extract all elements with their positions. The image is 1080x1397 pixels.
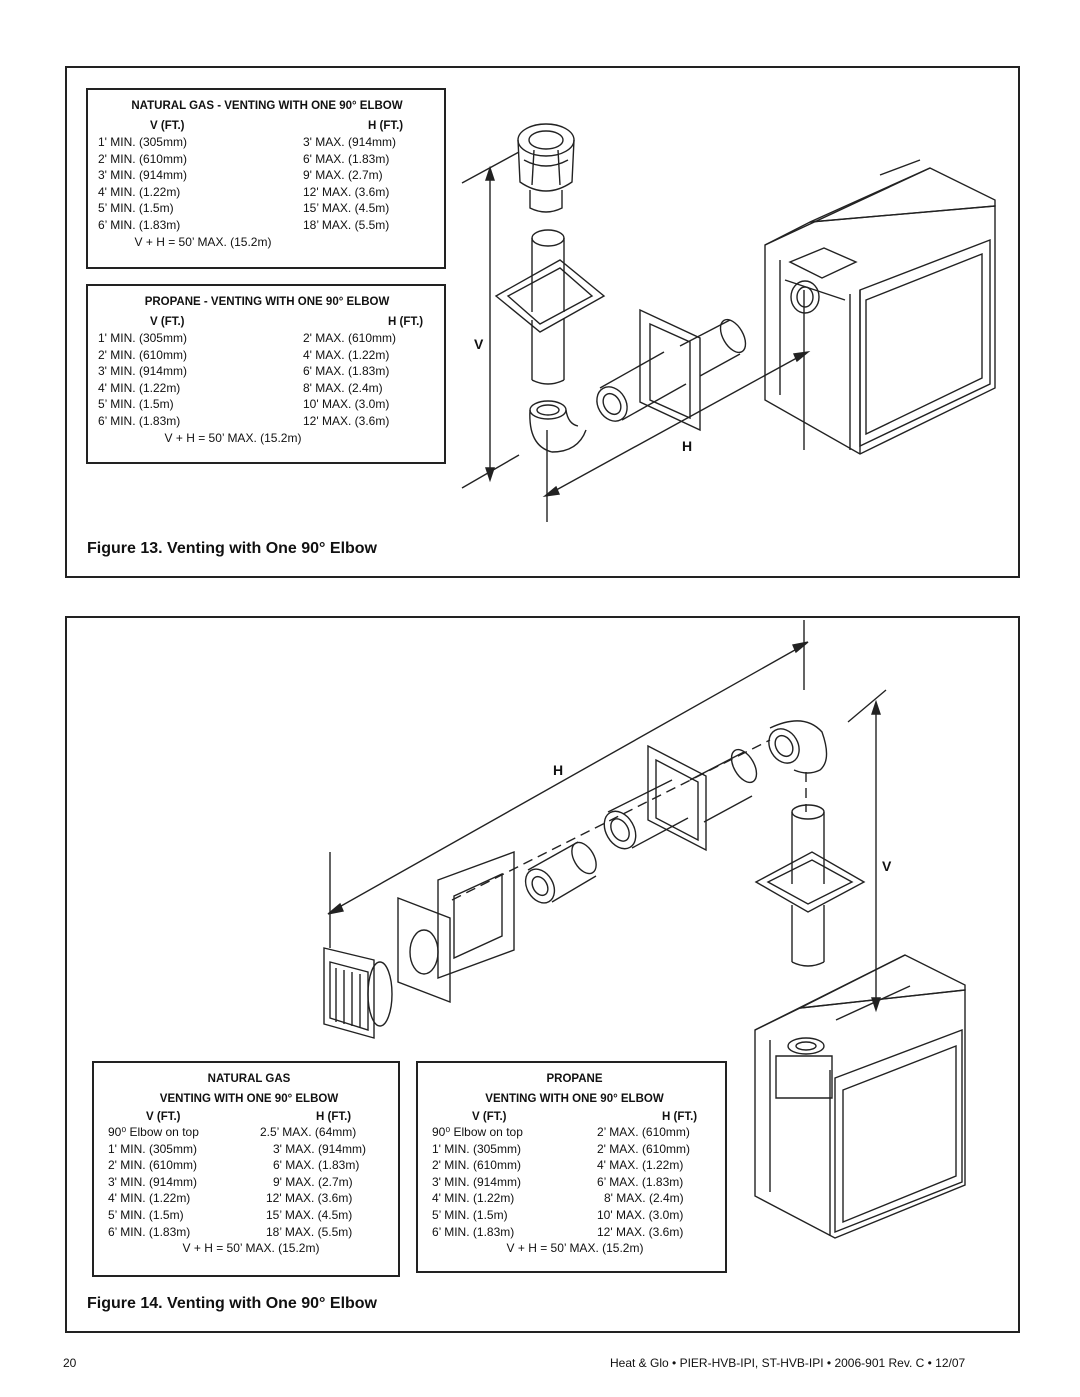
table-total: V + H = 50’ MAX. (15.2m) <box>182 1241 320 1256</box>
table-header: V (FT.) H (FT.) <box>98 316 436 328</box>
fig13-label-h: H <box>682 438 693 454</box>
table-row: 4' MIN. (1.22m)8' MAX. (2.4m) <box>98 380 383 395</box>
table-row: 4' MIN. (1.22m)12' MAX. (3.6m) <box>108 1191 353 1206</box>
table-total: V + H = 50’ MAX. (15.2m) <box>134 234 272 249</box>
table-header: V (FT.) H (FT.) <box>108 1111 390 1123</box>
table-row: 2' MIN. (610mm)6' MAX. (1.83m) <box>98 151 390 166</box>
fig14-propane-table: PROPANE VENTING WITH ONE 90° ELBOW V (FT… <box>416 1061 727 1273</box>
figure-13-frame <box>65 66 1020 578</box>
table-title-1: NATURAL GAS <box>207 1073 291 1085</box>
fig13-propane-table: PROPANE - VENTING WITH ONE 90° ELBOW V (… <box>86 284 446 464</box>
table-row: 2' MIN. (610mm)4' MAX. (1.22m) <box>98 347 390 362</box>
table-total: V + H = 50’ MAX. (15.2m) <box>164 430 302 445</box>
col-h-header: H (FT.) <box>368 120 404 132</box>
table-row: 3' MIN. (914mm)9' MAX. (2.7m) <box>98 168 383 183</box>
table-row: 6’ MIN. (1.83m)18’ MAX. (5.5m) <box>108 1224 353 1239</box>
table-row: 1' MIN. (305mm)3' MAX. (914mm) <box>98 135 396 149</box>
fig13-natural-gas-table: NATURAL GAS - VENTING WITH ONE 90° ELBOW… <box>86 88 446 269</box>
table-row: 2' MIN. (610mm)4' MAX. (1.22m) <box>432 1158 684 1173</box>
page-number: 20 <box>63 1356 77 1370</box>
table-rows: 1' MIN. (305mm)3' MAX. (914mm) 2' MIN. (… <box>98 134 436 234</box>
table-rows: 1' MIN. (305mm)2' MAX. (610mm) 2' MIN. (… <box>98 330 436 430</box>
figure-14-frame <box>65 616 1020 1333</box>
col-h-header: H (FT.) <box>388 316 424 328</box>
col-h-header: H (FT.) <box>662 1111 698 1123</box>
table-row: 6’ MIN. (1.83m)18’ MAX. (5.5m) <box>98 217 390 232</box>
table-header: V (FT.) H (FT.) <box>432 1111 717 1123</box>
fig13-label-v: V <box>474 336 484 352</box>
table-total: V + H = 50’ MAX. (15.2m) <box>506 1241 644 1256</box>
col-v-header: V (FT.) <box>150 316 185 328</box>
col-v-header: V (FT.) <box>472 1111 507 1123</box>
col-v-header: V (FT.) <box>146 1111 181 1123</box>
table-row: 5’ MIN. (1.5m)10' MAX. (3.0m) <box>98 397 390 412</box>
col-h-header: H (FT.) <box>316 1111 352 1123</box>
table-row: 6’ MIN. (1.83m)12' MAX. (3.6m) <box>98 413 390 428</box>
table-row: 2' MIN. (610mm)6' MAX. (1.83m) <box>108 1158 360 1173</box>
fig14-natural-gas-table: NATURAL GAS VENTING WITH ONE 90° ELBOW V… <box>92 1061 400 1277</box>
fig14-label-h: H <box>553 762 564 778</box>
col-v-header: V (FT.) <box>150 120 185 132</box>
table-row: 4' MIN. (1.22m)12' MAX. (3.6m) <box>98 184 390 199</box>
table-row: 1' MIN. (305mm)2' MAX. (610mm) <box>432 1141 690 1156</box>
table-row: 5’ MIN. (1.5m)15’ MAX. (4.5m) <box>98 201 390 216</box>
table-row: 4' MIN. (1.22m)8' MAX. (2.4m) <box>432 1191 684 1206</box>
fig13-vent-illustration <box>0 0 1080 600</box>
table-title-2: VENTING WITH ONE 90° ELBOW <box>159 1093 339 1105</box>
table-title-2: VENTING WITH ONE 90° ELBOW <box>485 1093 664 1105</box>
fig14-label-v: V <box>882 858 892 874</box>
figure-13-caption: Figure 13. Venting with One 90° Elbow <box>87 540 377 557</box>
table-title: NATURAL GAS - VENTING WITH ONE 90° ELBOW <box>131 100 403 112</box>
table-row: 6’ MIN. (1.83m)12' MAX. (3.6m) <box>432 1224 684 1239</box>
table-row: 3' MIN. (914mm)6’ MAX. (1.83m) <box>432 1174 684 1189</box>
table-row: 3' MIN. (914mm)9' MAX. (2.7m) <box>108 1174 353 1189</box>
table-row: 3' MIN. (914mm)6' MAX. (1.83m) <box>98 364 390 379</box>
table-row: 5’ MIN. (1.5m)15’ MAX. (4.5m) <box>108 1207 353 1222</box>
table-row: 1' MIN. (305mm)3' MAX. (914mm) <box>108 1141 366 1156</box>
table-title: PROPANE - VENTING WITH ONE 90° ELBOW <box>144 296 390 308</box>
table-row: 5’ MIN. (1.5m)10' MAX. (3.0m) <box>432 1207 684 1222</box>
table-row: 1' MIN. (305mm)2' MAX. (610mm) <box>98 331 396 345</box>
table-title-1: PROPANE <box>546 1073 603 1085</box>
figure-14-caption: Figure 14. Venting with One 90° Elbow <box>87 1295 377 1312</box>
table-header: V (FT.) H (FT.) <box>98 120 436 132</box>
document-info: Heat & Glo • PIER-HVB-IPI, ST-HVB-IPI • … <box>610 1356 966 1370</box>
